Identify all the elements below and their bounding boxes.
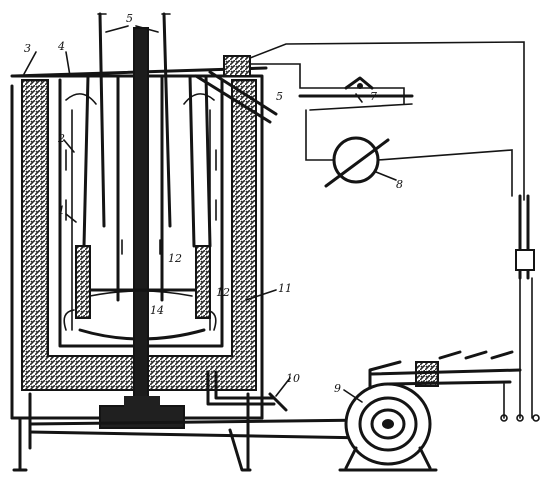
label-overflow-spout: 5 bbox=[276, 90, 283, 103]
label-heater-upper: 12 bbox=[168, 252, 182, 265]
label-insulation: 11 bbox=[278, 282, 292, 295]
label-stirrer-blade: 14 bbox=[150, 304, 164, 317]
heater-coils bbox=[75, 74, 212, 319]
drive-pulley bbox=[28, 396, 372, 440]
switch-block bbox=[370, 350, 522, 387]
drain-tap bbox=[206, 370, 288, 412]
overflow-spout bbox=[194, 70, 278, 124]
label-heater-right: 12 bbox=[216, 286, 230, 299]
circuit-wiring bbox=[249, 41, 540, 422]
fuse bbox=[515, 249, 535, 271]
label-outer-casing: 3 bbox=[24, 42, 31, 55]
leader-lines bbox=[23, 25, 397, 403]
label-thermometers: 5 bbox=[126, 12, 133, 25]
insulation-layer bbox=[21, 79, 257, 391]
label-electric-motor: 9 bbox=[334, 382, 341, 395]
callout-labels: 3 4 5 2 1 5 7 8 12 12 14 11 10 9 bbox=[24, 12, 403, 395]
label-bath-wall: 1 bbox=[58, 204, 65, 217]
label-relay: 8 bbox=[396, 178, 403, 191]
relay-meter bbox=[324, 136, 390, 188]
label-inner-vessel: 2 bbox=[57, 132, 65, 145]
label-drain-tap: 10 bbox=[286, 372, 300, 385]
label-contact-thermometer: 7 bbox=[370, 90, 377, 103]
thermometers bbox=[97, 12, 172, 228]
label-lid: 4 bbox=[57, 40, 65, 53]
contact-thermometer bbox=[344, 76, 374, 90]
